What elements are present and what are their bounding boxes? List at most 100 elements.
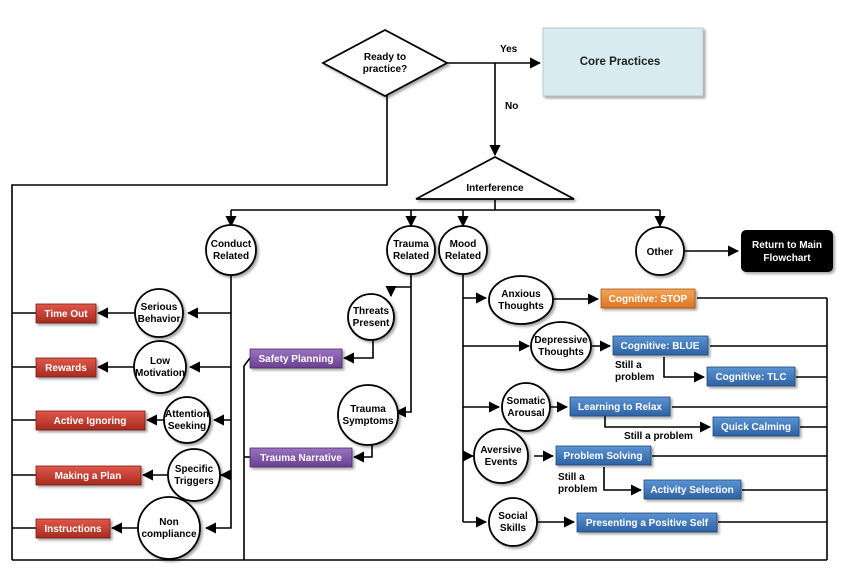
conduct-item-line2: compliance [141,529,196,540]
conduct-item-line2: Motivation [135,368,185,379]
conduct-line1: Conduct [211,239,252,250]
conduct-attention-seeking-node[interactable]: Attention Seeking [163,396,211,444]
mood-social-skills-node[interactable]: Social Skills [488,497,538,547]
trauma-symptoms-node[interactable]: Trauma Symptoms [337,384,399,446]
action-label: Cognitive: BLUE [621,341,700,352]
conduct-item-line1: Serious [141,302,178,313]
conduct-serious-behavior-node[interactable]: Serious Behavior [134,288,184,338]
action-instructions[interactable]: Instructions [35,518,111,539]
followup-label: Activity Selection [650,485,733,496]
trauma-item-line2: Present [353,318,390,329]
action-problem-solving[interactable]: Problem Solving [555,445,652,466]
category-trauma[interactable]: Trauma Related [386,225,436,275]
action-activity-selection[interactable]: Activity Selection [643,479,742,500]
action-label: Cognitive: STOP [609,294,688,305]
safety-return [243,357,251,560]
still-problem-blue-line1: Still a [615,360,642,371]
still-problem-solving-line2: problem [558,484,598,495]
action-label: Instructions [44,524,102,535]
other-line1: Other [647,247,674,258]
mood-line1: Mood [450,239,477,250]
conduct-specific-triggers-node[interactable]: Specific Triggers [167,448,221,502]
conduct-noncompliance-node[interactable]: Non compliance [137,496,201,560]
conduct-item-line1: Low [150,356,170,367]
mood-item-line1: Social [498,511,528,522]
category-other[interactable]: Other [635,226,685,276]
mood-depressive-thoughts-node[interactable]: Depressive Thoughts [530,321,592,371]
action-label: Active Ignoring [54,416,127,427]
connectors [11,57,828,561]
yes-label: Yes [500,44,518,55]
still-problem-relax: Still a problem [624,431,693,442]
trauma-item-line2: Symptoms [342,416,394,427]
no-label: No [505,101,518,112]
core-practices-label: Core Practices [580,56,661,68]
decision-line1: Ready to [364,52,406,63]
conduct-item-line2: Triggers [174,476,214,487]
action-trauma-narrative[interactable]: Trauma Narrative [249,447,353,468]
conduct-line2: Related [213,251,249,262]
trauma-trunk [394,275,412,418]
category-conduct[interactable]: Conduct Related [205,224,257,276]
return-line1: Return to Main [752,240,822,251]
decision-node: Ready to practice? [321,28,449,98]
mood-item-line1: Depressive [534,335,588,346]
conduct-item-line2: Behavior [138,314,181,325]
conduct-item-line2: Seeking [168,421,206,432]
mood-item-line1: Somatic [507,396,546,407]
return-to-main-box[interactable]: Return to Main Flowchart [741,230,833,272]
interference-label: Interference [466,183,524,194]
action-active-ignoring[interactable]: Active Ignoring [35,410,146,431]
action-making-a-plan[interactable]: Making a Plan [35,465,142,486]
action-label: Problem Solving [564,451,643,462]
action-label: Time Out [44,309,88,320]
action-label: Trauma Narrative [260,453,342,464]
trauma-item-line1: Threats [353,306,390,317]
mood-item-line1: Anxious [501,289,541,300]
conduct-low-motivation-node[interactable]: Low Motivation [133,340,187,394]
return-line2: Flowchart [763,253,811,264]
solving-to-activity [603,467,643,496]
still-problem-blue-line2: problem [615,372,655,383]
followup-label: Quick Calming [721,422,791,433]
mood-somatic-arousal-node[interactable]: Somatic Arousal [501,382,551,432]
conduct-item-line1: Attention [165,409,209,420]
action-label: Learning to Relax [578,402,662,413]
action-rewards[interactable]: Rewards [35,357,97,378]
to-threats-arrow [385,285,411,298]
mood-anxious-thoughts-node[interactable]: Anxious Thoughts [488,275,554,325]
action-presenting-positive-self[interactable]: Presenting a Positive Self [576,512,718,533]
still-problem-solving-line1: Still a [558,472,585,483]
action-label: Making a Plan [55,471,122,482]
mood-item-line2: Events [485,457,518,468]
trauma-line1: Trauma [393,239,429,250]
action-time-out[interactable]: Time Out [35,303,97,324]
mood-line2: Related [445,251,481,262]
trauma-item-line1: Trauma [350,404,386,415]
action-cognitive-stop[interactable]: Cognitive: STOP [600,288,696,309]
mood-item-line1: Aversive [480,445,522,456]
action-learning-to-relax[interactable]: Learning to Relax [569,396,671,417]
action-label: Presenting a Positive Self [586,518,709,529]
action-label: Safety Planning [258,354,333,365]
threats-to-safety [342,338,374,364]
mood-aversive-events-node[interactable]: Aversive Events [473,428,529,484]
action-safety-planning[interactable]: Safety Planning [249,348,343,369]
mood-item-line2: Thoughts [538,347,584,358]
conduct-item-line1: Specific [175,464,214,475]
category-mood[interactable]: Mood Related [438,225,488,275]
trauma-threats-present-node[interactable]: Threats Present [347,293,395,341]
followup-label: Cognitive: TLC [715,372,786,383]
loop-back-arrow [11,73,393,560]
action-quick-calming[interactable]: Quick Calming [712,416,800,437]
core-practices-box[interactable]: Core Practices [542,27,704,97]
conduct-trunk [214,273,232,529]
action-label: Rewards [45,363,87,374]
action-cognitive-blue[interactable]: Cognitive: BLUE [612,335,709,356]
mood-item-line2: Thoughts [498,301,544,312]
decision-line2: practice? [363,64,407,75]
blue-to-tlc [663,357,706,383]
action-cognitive-tlc[interactable]: Cognitive: TLC [706,366,796,387]
